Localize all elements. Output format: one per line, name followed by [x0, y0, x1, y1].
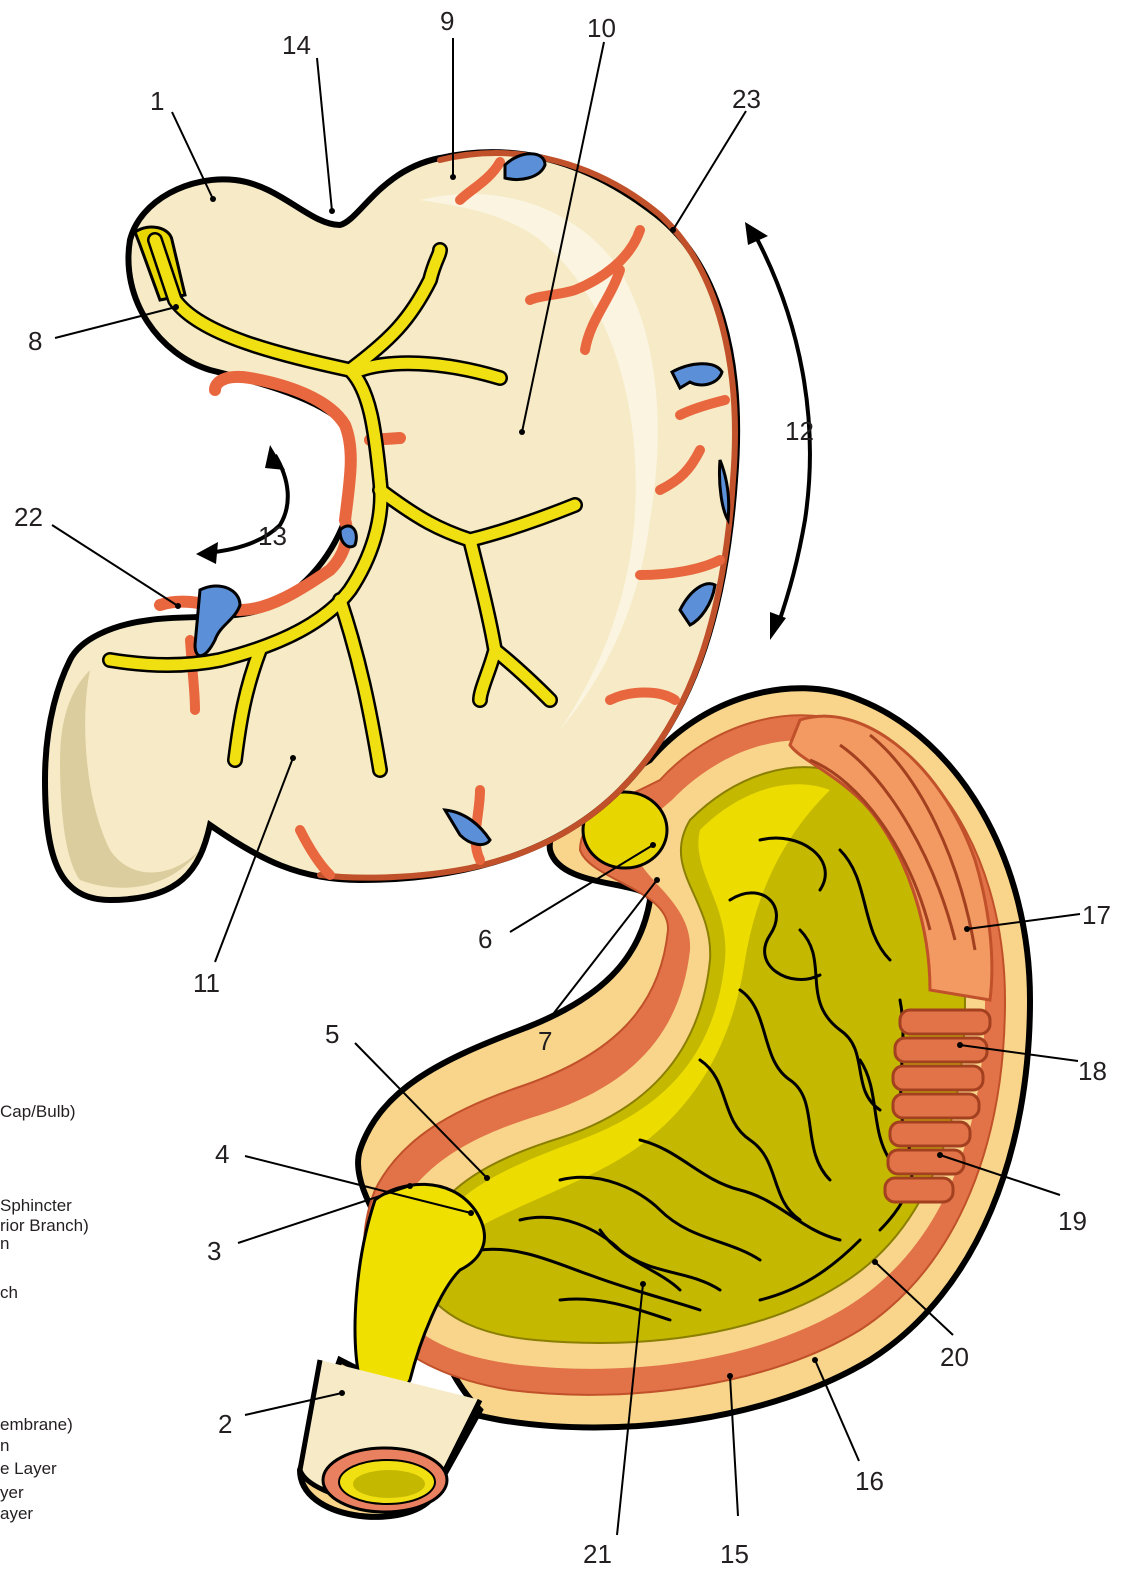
label-17: 17	[1082, 900, 1111, 930]
label-2: 2	[218, 1409, 232, 1439]
label-5: 5	[325, 1019, 339, 1049]
label-4: 4	[215, 1139, 229, 1169]
duodenum-cut-end	[300, 1360, 480, 1512]
label-20: 20	[940, 1342, 969, 1372]
label-11: 11	[193, 968, 220, 998]
label-13: 13	[258, 521, 287, 551]
label-14: 14	[282, 30, 311, 60]
label-18: 18	[1078, 1056, 1107, 1086]
label-7: 7	[538, 1026, 552, 1056]
label-23: 23	[732, 84, 761, 114]
label-12: 12	[785, 416, 814, 446]
label-10: 10	[587, 13, 616, 43]
label-16: 16	[855, 1466, 884, 1496]
label-1: 1	[150, 86, 164, 116]
label-22: 22	[14, 502, 43, 532]
label-15: 15	[720, 1539, 749, 1569]
label-19: 19	[1058, 1206, 1087, 1236]
label-21: 21	[583, 1539, 612, 1569]
label-3: 3	[207, 1236, 221, 1266]
label-6: 6	[478, 924, 492, 954]
label-9: 9	[440, 6, 454, 36]
label-8: 8	[28, 326, 42, 356]
